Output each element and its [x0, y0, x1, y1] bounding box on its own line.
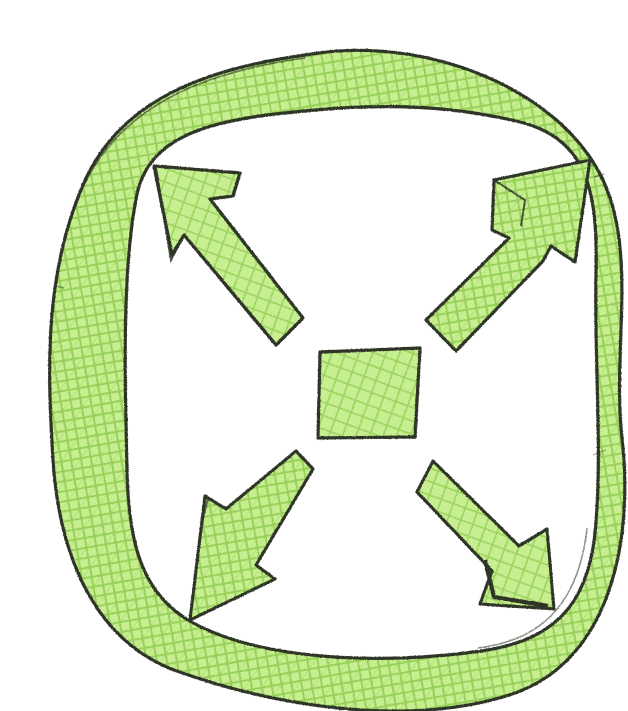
center-square: [318, 348, 420, 438]
arrow-up-left: [154, 166, 303, 345]
arrow-down-right: [417, 461, 554, 609]
arrow-up-right: [426, 160, 590, 351]
arrow-down-left: [190, 451, 313, 620]
